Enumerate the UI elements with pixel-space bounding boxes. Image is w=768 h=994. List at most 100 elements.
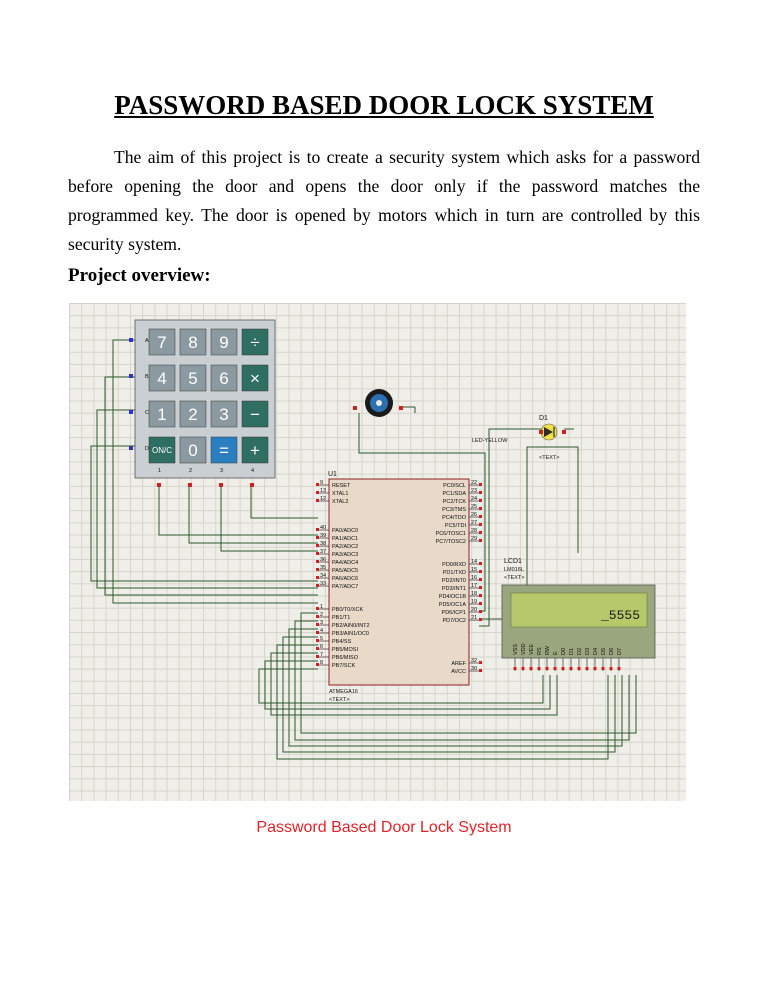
keypad-key: 3 bbox=[210, 400, 238, 428]
svg-text:RW: RW bbox=[545, 645, 551, 655]
svg-text:ON/C: ON/C bbox=[152, 446, 172, 455]
svg-text:21: 21 bbox=[471, 615, 477, 621]
keypad-key: 4 bbox=[148, 364, 176, 392]
svg-text:29: 29 bbox=[471, 536, 477, 542]
svg-text:XTAL1: XTAL1 bbox=[332, 491, 348, 497]
lcd-pin: D1 bbox=[569, 648, 575, 671]
svg-text:25: 25 bbox=[471, 504, 477, 510]
svg-text:PA0/ADC0: PA0/ADC0 bbox=[332, 528, 358, 534]
svg-text:PC7/TOSC2: PC7/TOSC2 bbox=[436, 539, 466, 545]
svg-text:14: 14 bbox=[471, 559, 477, 565]
mcu-part: ATMEGA16 bbox=[329, 689, 358, 695]
svg-text:PB1/T1: PB1/T1 bbox=[332, 615, 350, 621]
svg-text:38: 38 bbox=[320, 541, 326, 547]
keypad-key: 2 bbox=[179, 400, 207, 428]
svg-text:39: 39 bbox=[320, 533, 326, 539]
svg-text:9: 9 bbox=[320, 480, 323, 486]
mcu-text: <TEXT> bbox=[329, 697, 349, 703]
svg-text:D0: D0 bbox=[561, 648, 567, 655]
svg-text:23: 23 bbox=[471, 488, 477, 494]
lcd-pin: D0 bbox=[561, 648, 567, 671]
motor bbox=[353, 389, 403, 417]
svg-text:6: 6 bbox=[320, 644, 323, 650]
svg-text:PB4/SS: PB4/SS bbox=[332, 639, 352, 645]
svg-text:40: 40 bbox=[320, 525, 326, 531]
svg-text:XTAL2: XTAL2 bbox=[332, 499, 348, 505]
keypad-key: ON/C bbox=[148, 436, 176, 464]
svg-text:PD7/OC2: PD7/OC2 bbox=[442, 618, 466, 624]
lcd-ref: LCD1 bbox=[504, 558, 522, 565]
svg-text:PA6/ADC6: PA6/ADC6 bbox=[332, 576, 358, 582]
keypad-row-label: A bbox=[145, 338, 149, 344]
keypad-key: + bbox=[241, 436, 269, 464]
svg-text:×: × bbox=[250, 369, 260, 388]
svg-text:16: 16 bbox=[471, 575, 477, 581]
svg-text:1: 1 bbox=[320, 604, 323, 610]
svg-text:÷: ÷ bbox=[250, 333, 259, 352]
svg-text:37: 37 bbox=[320, 549, 326, 555]
keypad-row-label: B bbox=[145, 374, 149, 380]
keypad-key: 0 bbox=[179, 436, 207, 464]
svg-text:13: 13 bbox=[320, 488, 326, 494]
svg-text:PB3/AIN1/OC0: PB3/AIN1/OC0 bbox=[332, 631, 369, 637]
keypad-key: − bbox=[241, 400, 269, 428]
lcd-pin: D5 bbox=[601, 648, 607, 671]
svg-text:PC4/TDO: PC4/TDO bbox=[442, 515, 467, 521]
svg-text:D2: D2 bbox=[577, 648, 583, 655]
svg-text:20: 20 bbox=[471, 607, 477, 613]
lcd-pin: D7 bbox=[617, 648, 623, 671]
keypad-col-label: 3 bbox=[220, 468, 223, 474]
svg-text:PC3/TMS: PC3/TMS bbox=[442, 507, 466, 513]
keypad-row-label: D bbox=[145, 446, 149, 452]
svg-text:24: 24 bbox=[471, 496, 477, 502]
svg-text:VEE: VEE bbox=[529, 644, 535, 655]
svg-text:6: 6 bbox=[219, 369, 228, 388]
svg-text:PD0/RXD: PD0/RXD bbox=[442, 562, 466, 568]
svg-text:VSS: VSS bbox=[513, 644, 519, 655]
svg-text:17: 17 bbox=[471, 583, 477, 589]
svg-text:PB0/T0/XCK: PB0/T0/XCK bbox=[332, 607, 364, 613]
svg-text:34: 34 bbox=[320, 573, 326, 579]
lcd-pin: VEE bbox=[529, 644, 535, 671]
svg-text:RESET: RESET bbox=[332, 483, 351, 489]
svg-text:PC6/TOSC1: PC6/TOSC1 bbox=[436, 531, 466, 537]
svg-text:D7: D7 bbox=[617, 648, 623, 655]
keypad-col-label: 4 bbox=[251, 468, 254, 474]
led: D1 LED-YELLOW <TEXT> bbox=[472, 415, 566, 461]
svg-text:AREF: AREF bbox=[451, 661, 466, 667]
svg-text:33: 33 bbox=[320, 581, 326, 587]
svg-text:8: 8 bbox=[320, 660, 323, 666]
svg-text:VDD: VDD bbox=[521, 643, 527, 655]
lcd-pin: D6 bbox=[609, 648, 615, 671]
lcd-pin: VDD bbox=[521, 643, 527, 671]
svg-text:26: 26 bbox=[471, 512, 477, 518]
svg-text:PB2/AIN0/INT2: PB2/AIN0/INT2 bbox=[332, 623, 370, 629]
svg-text:−: − bbox=[250, 405, 260, 424]
svg-text:PB6/MISO: PB6/MISO bbox=[332, 655, 359, 661]
svg-text:30: 30 bbox=[471, 666, 477, 672]
intro-paragraph: The aim of this project is to create a s… bbox=[68, 147, 700, 254]
svg-text:D3: D3 bbox=[585, 648, 591, 655]
svg-text:27: 27 bbox=[471, 520, 477, 526]
